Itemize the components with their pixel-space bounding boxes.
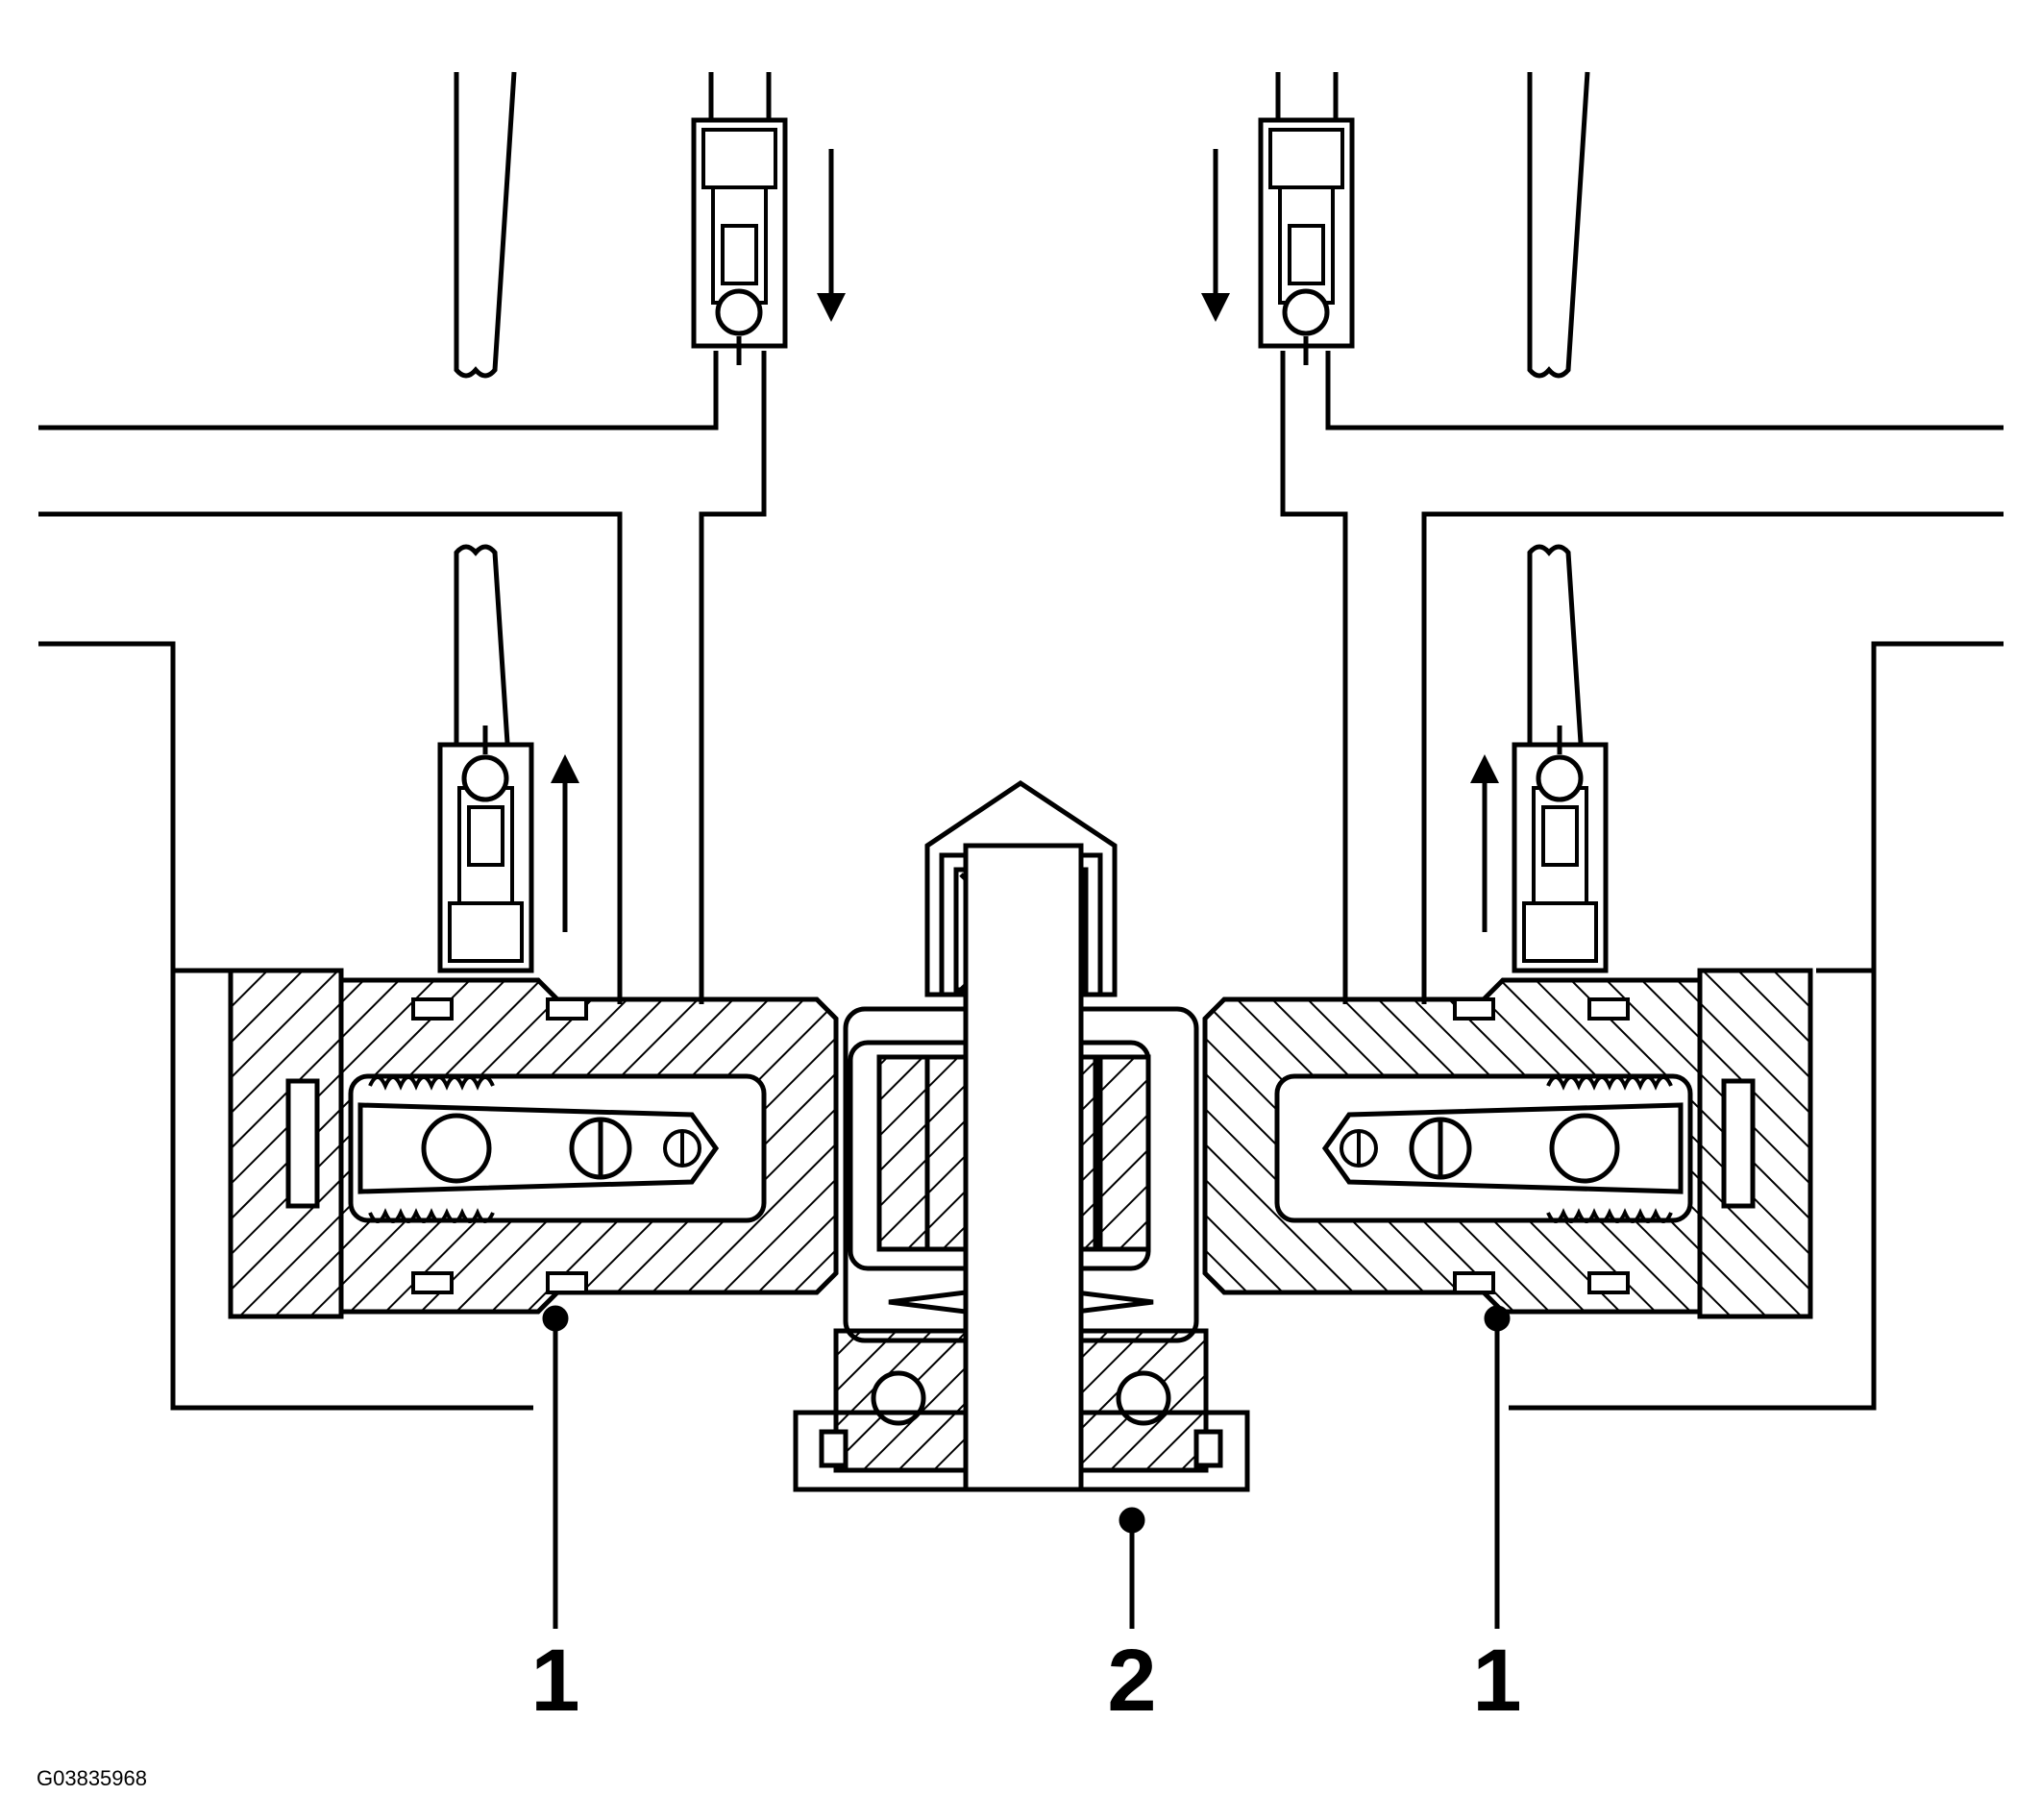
- upper-rods: [454, 71, 1590, 847]
- right-valve-assembly: [1205, 971, 1810, 1316]
- lower-left-check-valve: [440, 726, 531, 971]
- upper-right-check-valve: [1261, 120, 1352, 365]
- upper-left-check-valve: [694, 120, 785, 365]
- callout-label-right: 1: [1472, 1632, 1521, 1730]
- callout-label-left: 1: [530, 1632, 579, 1730]
- lower-right-check-valve: [1514, 726, 1606, 971]
- hydraulic-passages: [38, 351, 2004, 1411]
- left-valve-assembly: [231, 971, 836, 1316]
- flow-arrows: [551, 149, 1499, 932]
- figure-id: G03835968: [37, 1766, 147, 1790]
- callout-leaders: [542, 1305, 1511, 1629]
- callout-label-center: 2: [1107, 1632, 1156, 1730]
- center-pump-assembly: [793, 779, 1250, 1492]
